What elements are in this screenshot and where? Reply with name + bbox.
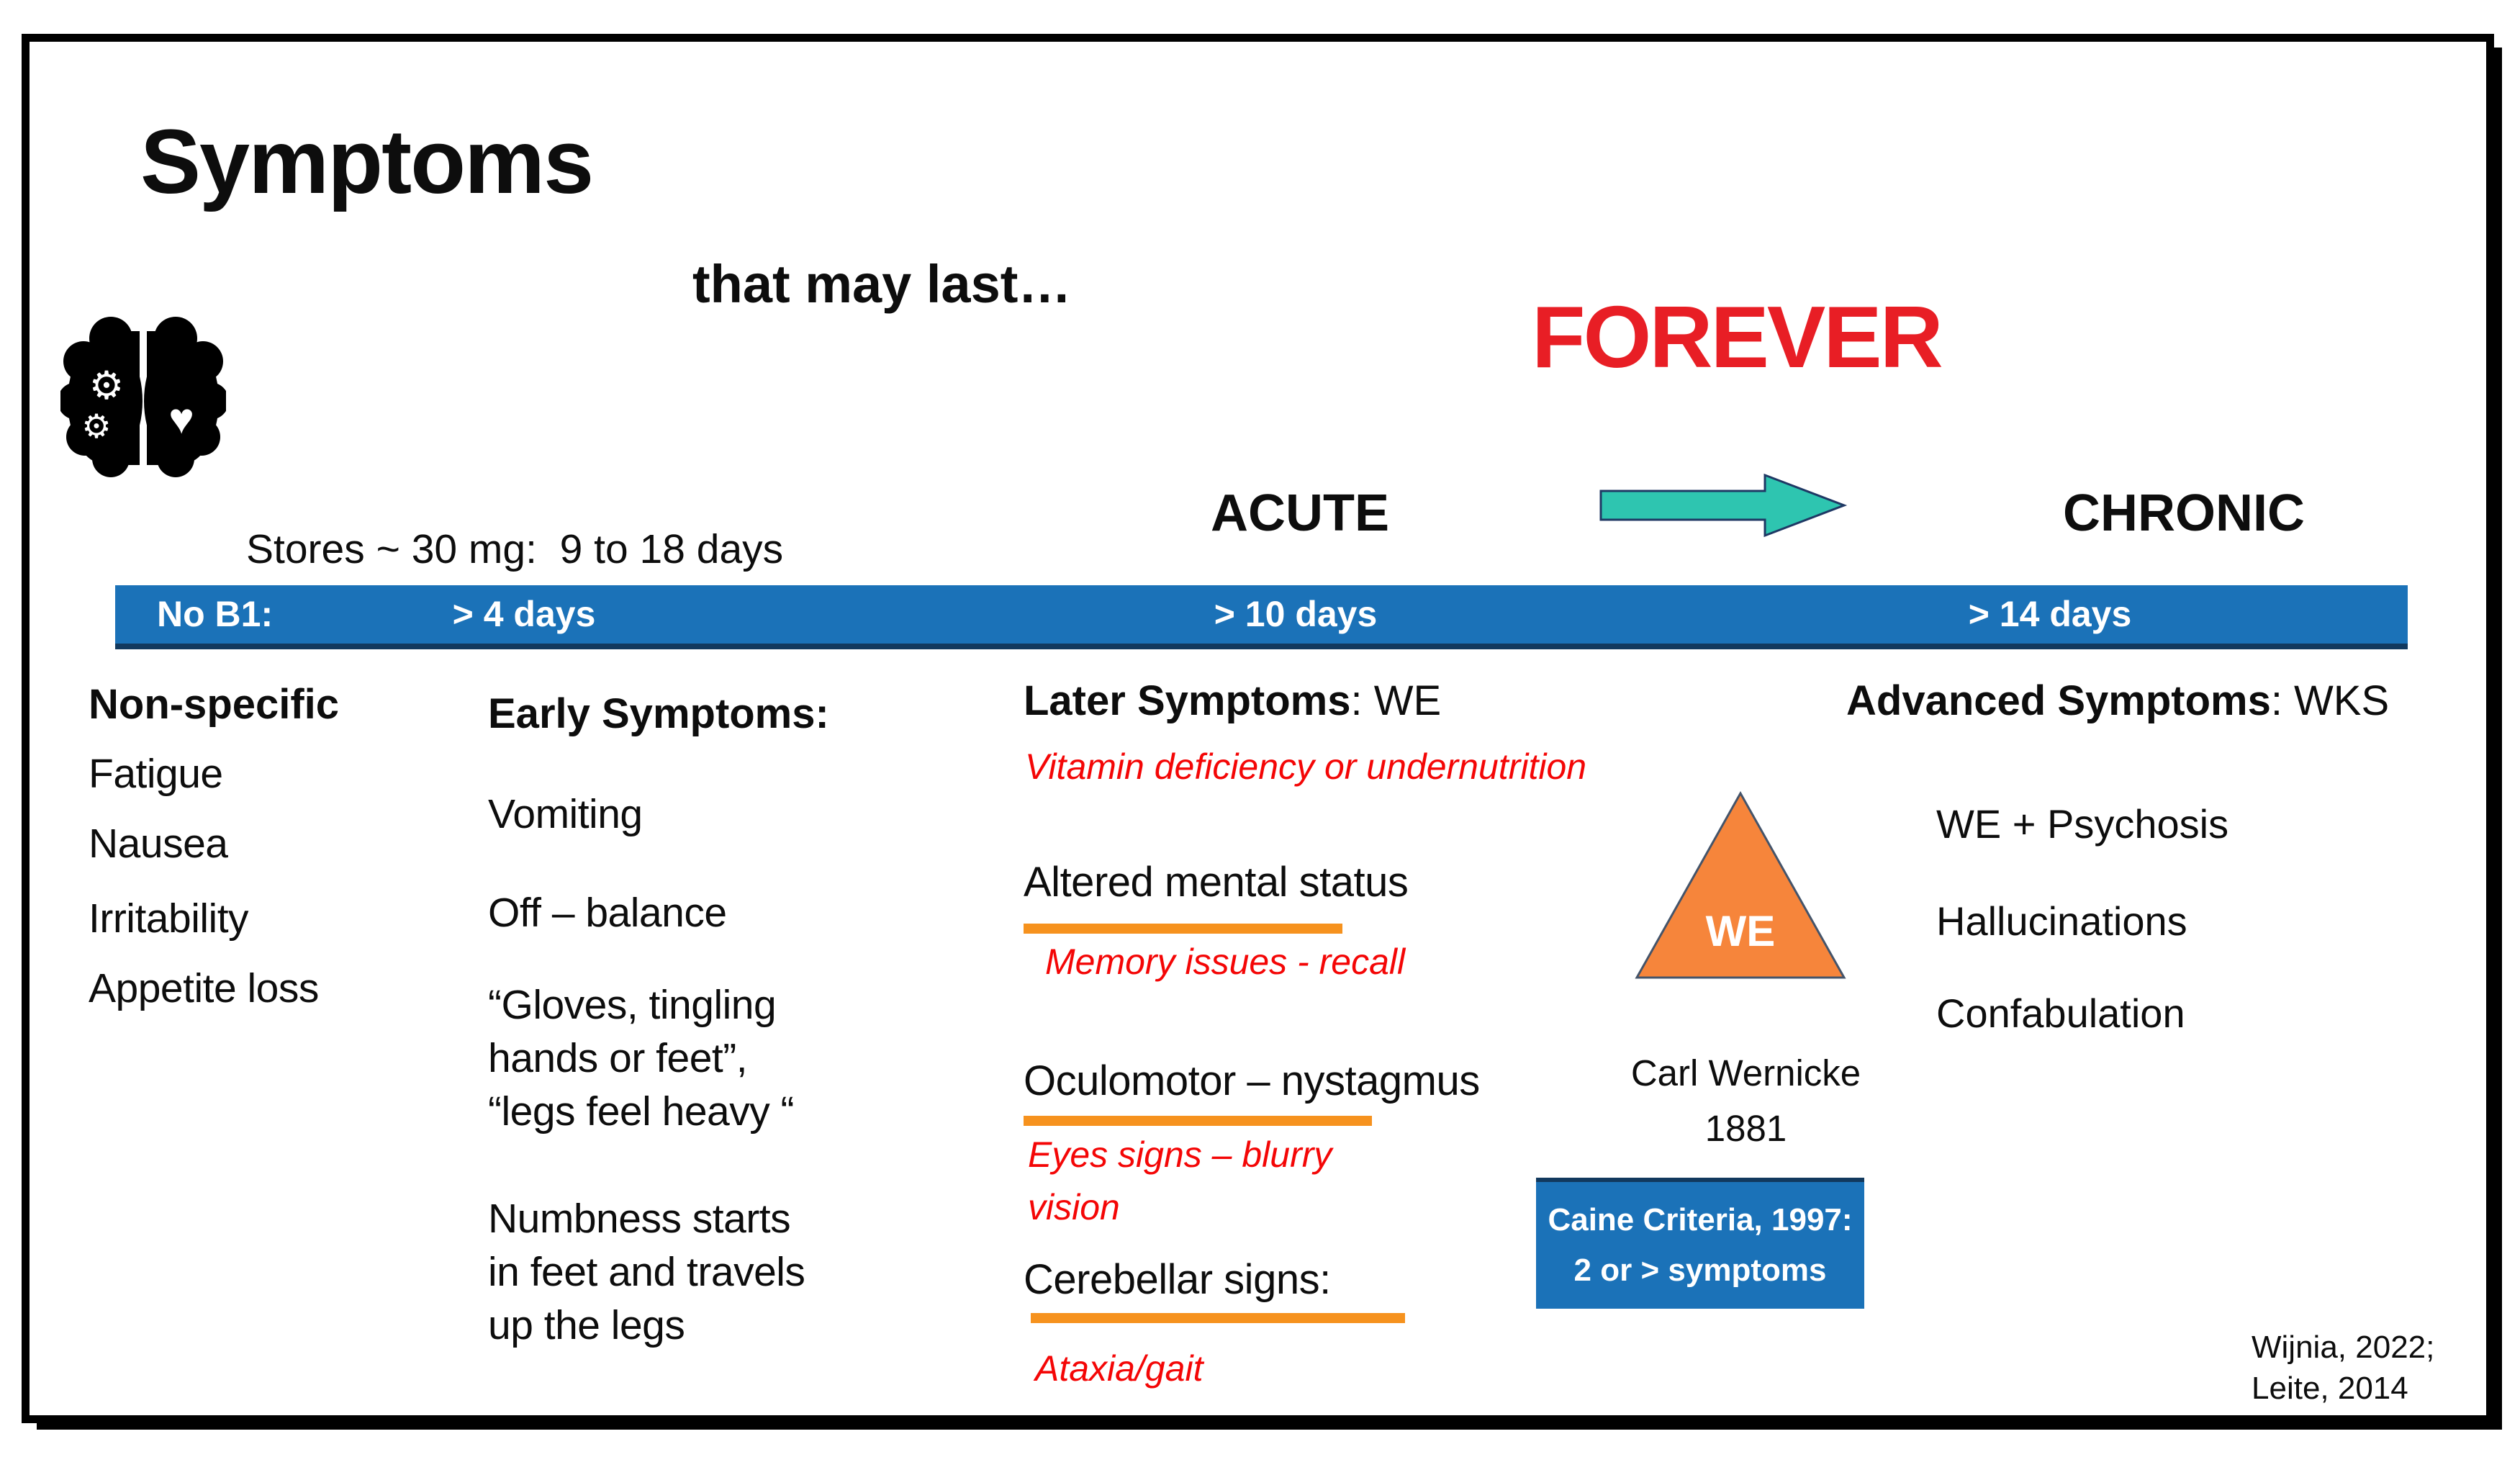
chronic-label: CHRONIC [2063, 484, 2305, 542]
citation: Wijnia, 2022; Leite, 2014 [2252, 1327, 2482, 1409]
timeline-milestone: > 4 days [452, 594, 596, 634]
sign-label: Cerebellar signs: [1024, 1256, 1331, 1303]
sign-note-line: vision [1028, 1187, 1120, 1227]
gear-icon: ⚙ [81, 407, 111, 445]
later-symptoms-header-bold: Later Symptoms [1024, 677, 1351, 724]
progression-arrow-icon [1599, 473, 1848, 538]
caine-criteria-box: Caine Criteria, 1997: 2 or > symptoms [1536, 1178, 1864, 1309]
brain-gears-heart-icon: ⚙ ⚙ ♥ [60, 317, 226, 477]
wernicke-year: 1881 [1704, 1108, 1787, 1149]
page-title: Symptoms [140, 111, 594, 212]
symptom-item-line: hands or feet”, [488, 1035, 748, 1081]
symptom-item: Irritability [89, 896, 249, 942]
nonspecific-header: Non-specific [89, 681, 340, 728]
timeline-bar-label: No B1: [157, 594, 274, 634]
later-symptoms-header: Later Symptoms: WE [1024, 677, 1441, 725]
citation-line: Wijnia, 2022; [2252, 1330, 2435, 1365]
gear-icon: ⚙ [89, 364, 124, 407]
sign-note-line: Eyes signs – blurry [1028, 1135, 1332, 1175]
caine-line2: 2 or > symptoms [1573, 1253, 1827, 1288]
symptom-item-line: in feet and travels [488, 1249, 805, 1295]
thiamine-stores-note: Stores ~ 30 mg: 9 to 18 days [246, 526, 784, 572]
no-b1-timeline-bar: No B1: > 4 days > 10 days > 14 days [115, 585, 2408, 649]
later-symptoms-header-rest: : WE [1350, 677, 1442, 724]
symptom-item: Appetite loss [89, 965, 319, 1011]
wernicke-attribution: Carl Wernicke 1881 [1604, 1045, 1888, 1156]
advanced-symptoms-header-bold: Advanced Symptoms [1846, 677, 2271, 724]
sign-label: Altered mental status [1024, 859, 1409, 906]
wernicke-name: Carl Wernicke [1630, 1052, 1861, 1093]
sign-underline [1024, 924, 1342, 934]
advanced-symptoms-header: Advanced Symptoms: WKS [1846, 677, 2389, 725]
timeline-milestone: > 10 days [1214, 594, 1378, 634]
symptom-item: Hallucinations [1936, 898, 2187, 944]
symptom-item: Off – balance [488, 890, 727, 936]
symptom-item-line: “legs feel heavy “ [488, 1088, 795, 1135]
we-triangle-icon: WE [1635, 790, 1846, 979]
symptom-item-line: up the legs [488, 1302, 685, 1348]
sign-underline [1024, 1116, 1372, 1126]
heart-icon: ♥ [168, 394, 194, 443]
sign-label: Oculomotor – nystagmus [1024, 1057, 1480, 1104]
caine-line1: Caine Criteria, 1997: [1548, 1202, 1853, 1237]
timeline-milestone: > 14 days [1968, 594, 2132, 634]
acute-label: ACUTE [1211, 484, 1389, 542]
citation-line: Leite, 2014 [2252, 1371, 2408, 1406]
symptom-item: Vomiting [488, 791, 643, 837]
slide-border [22, 34, 2494, 1423]
symptom-item: Fatigue [89, 751, 223, 797]
subtitle: that may last… [692, 254, 1072, 314]
advanced-symptoms-header-rest: : WKS [2270, 677, 2390, 724]
we-triangle-label: WE [1706, 907, 1776, 955]
forever-label: FOREVER [1532, 288, 1943, 386]
symptom-item: Confabulation [1936, 991, 2185, 1036]
early-symptoms-header: Early Symptoms: [488, 690, 829, 737]
sign-note: Memory issues - recall [1045, 942, 1406, 982]
sign-underline [1031, 1313, 1405, 1323]
sign-note: Ataxia/gait [1035, 1348, 1203, 1389]
symptom-item-line: Numbness starts [488, 1196, 791, 1242]
symptom-item: Nausea [89, 821, 228, 867]
cause-note: Vitamin deficiency or undernutrition [1025, 746, 1587, 787]
symptom-item: WE + Psychosis [1936, 801, 2229, 847]
symptom-item-line: “Gloves, tingling [488, 982, 777, 1028]
